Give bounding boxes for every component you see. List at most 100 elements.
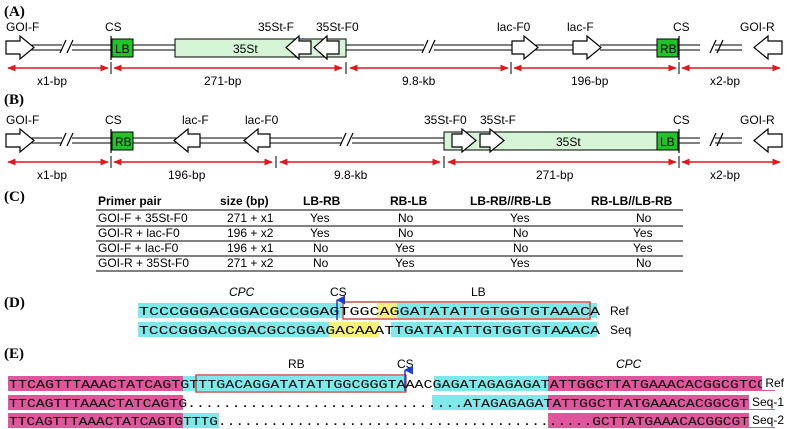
cell: 196 + x1: [227, 241, 274, 255]
lac-f0-arrow-b-icon: [243, 127, 271, 154]
e-seq1-sequence: TTCAGTTTAAACTATCAGTG....................…: [9, 397, 775, 411]
label-b-35st-f: 35St-F: [480, 113, 516, 127]
label-lac-f: lac-F: [567, 20, 594, 34]
dim-b-1: x1-bp: [37, 168, 67, 182]
label-b-lac-f0: lac-F0: [245, 113, 279, 127]
rb-box-b-label: RB: [115, 135, 132, 149]
backbone-a: [30, 44, 742, 51]
col-lb-rb: LB-RB: [303, 194, 341, 208]
d-ref-white-gap: [342, 303, 379, 318]
backbone-b: [30, 137, 742, 144]
table-row: GOI-F + lac-F0 196 + x1 No Yes No Yes: [98, 241, 653, 255]
lb-box: [111, 38, 134, 58]
rb-box-label: RB: [660, 42, 677, 56]
col-rb-lb: RB-LB: [390, 194, 428, 208]
cell: Yes: [633, 241, 653, 255]
cell: Yes: [510, 256, 530, 270]
e-ref-cyan: [183, 376, 548, 391]
col-size: size (bp): [220, 194, 269, 208]
cell: 196 + x2: [227, 226, 274, 240]
35st-f0-arrow-icon: [313, 34, 340, 61]
cs-label-d: CS: [330, 285, 347, 299]
cell: No: [398, 211, 414, 225]
lb-box-label: LB: [115, 42, 130, 56]
d-ref-label: Ref: [610, 304, 629, 318]
d-ref-sequence: TCCCGGGACGGACGCCGGAGTGGCAGGATATATTGTGGTG…: [139, 305, 601, 319]
cell: Yes: [310, 211, 330, 225]
rb-box: [656, 38, 679, 58]
lac-f-arrow-icon: [572, 34, 602, 61]
cell: Yes: [395, 241, 415, 255]
e-ref-pink-right: [548, 376, 775, 391]
lac-f-arrow-b-icon: [173, 127, 201, 154]
35st-f-arrow-icon: [285, 34, 312, 61]
dimension-ticks-b: [110, 156, 680, 168]
cpc-label-d: CPC: [229, 285, 255, 299]
table-row: GOI-R + 35St-F0 271 + x2 No Yes Yes No: [98, 256, 652, 270]
panel-b: (B) GOI-F CS lac-F lac-F0 35St-F0 35St-F…: [4, 92, 783, 182]
cell: GOI-R + lac-F0: [98, 226, 180, 240]
e-ref-sequence: TTCAGTTTAAACTATCAGTGTTTGACAGGATATATTGGCG…: [9, 378, 775, 392]
table-rules: [96, 209, 683, 272]
cell: Yes: [510, 211, 530, 225]
goi-r-arrow-b-icon: [753, 127, 783, 154]
table-header-row: Primer pair size (bp) LB-RB RB-LB LB-RB/…: [98, 194, 673, 208]
e-seq1-pink-right: [548, 395, 775, 410]
lac-f0-arrow-icon: [511, 34, 539, 61]
cpc-label-e: CPC: [616, 357, 642, 371]
panel-e: (E) RB CS CPC TTCAGTTTAAACTATCAGTGTTTGAC…: [4, 346, 775, 429]
label-b-35st-f0: 35St-F0: [424, 113, 467, 127]
goi-r-arrow-icon: [753, 34, 783, 61]
dim-a-5: x2-bp: [710, 74, 740, 88]
label-35st-f0: 35St-F0: [316, 20, 359, 34]
dim-a-1: x1-bp: [37, 74, 67, 88]
dim-b-2: 196-bp: [168, 168, 206, 182]
e-seq1-pink-left: [8, 395, 183, 410]
table-row: GOI-F + 35St-F0 271 + x1 Yes No Yes No: [98, 211, 652, 225]
cell: No: [636, 256, 652, 270]
panel-b-label: (B): [4, 92, 24, 108]
cell: 271 + x2: [227, 256, 274, 270]
cell: GOI-R + 35St-F0: [98, 256, 189, 270]
cell: 271 + x1: [227, 211, 274, 225]
cell: Yes: [395, 256, 415, 270]
e-seq2-pink-left: [8, 413, 183, 428]
dim-b-4: 271-bp: [536, 168, 574, 182]
d-seq-label: Seq: [610, 323, 631, 337]
e-seq1-cyan: [432, 395, 548, 410]
d-lb-outline: [342, 301, 591, 320]
dim-a-4: 196-bp: [571, 74, 609, 88]
lb-box-b: [656, 131, 679, 151]
col-lb-rb-rb-lb: LB-RB//RB-LB: [470, 194, 552, 208]
cell: No: [398, 226, 414, 240]
d-ref-yellow: [377, 303, 397, 318]
cell: No: [313, 241, 329, 255]
e-seq2-cyan: [183, 413, 219, 428]
cell: No: [313, 256, 329, 270]
label-35st-f: 35St-F: [258, 20, 294, 34]
lb-box-b-label: LB: [660, 135, 675, 149]
label-lac-f0: lac-F0: [497, 20, 531, 34]
panel-d-label: (D): [4, 295, 25, 311]
label-b-cs-2: CS: [673, 113, 690, 127]
dimension-ticks-a: [110, 62, 680, 74]
d-seq-white-gap: [379, 322, 391, 337]
cs-label-e: CS: [397, 357, 414, 371]
goi-f-arrow-b-icon: [5, 127, 35, 154]
label-goi-r: GOI-R: [740, 20, 775, 34]
35st-box-b-label: 35St: [556, 135, 581, 149]
panel-c: (C) Primer pair size (bp) LB-RB RB-LB LB…: [4, 189, 683, 272]
panel-a-label: (A): [4, 4, 25, 20]
panel-d: (D) CPC CS LB TCCCGGGACGGACGCCGGAGTGGCAG…: [4, 285, 631, 338]
e-seq2-pink-right: [548, 413, 775, 428]
rb-box-b: [111, 131, 134, 151]
cell: Yes: [633, 226, 653, 240]
label-cs-2: CS: [673, 20, 690, 34]
panel-e-label: (E): [4, 346, 24, 362]
e-ref-white-mid: [406, 376, 434, 391]
col-primer-pair: Primer pair: [98, 194, 162, 208]
label-b-goi-f: GOI-F: [6, 113, 39, 127]
panel-a: (A) GOI-F CS 35St-F 35St-F0 lac-F0 lac-F…: [4, 4, 783, 88]
cell: No: [513, 226, 529, 240]
